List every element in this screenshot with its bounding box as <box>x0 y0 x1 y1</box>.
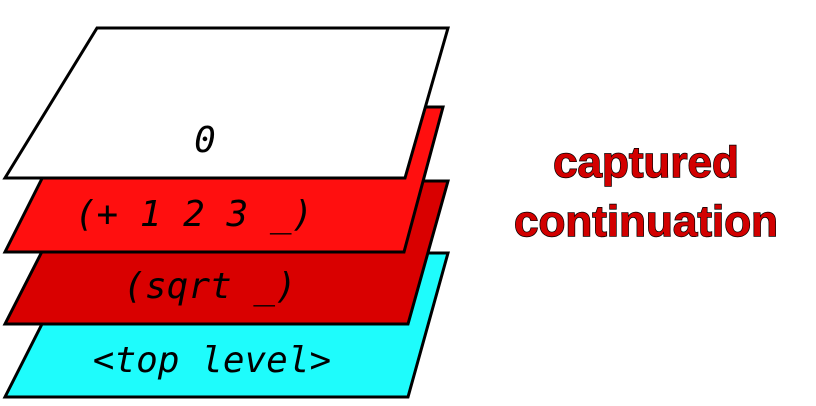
layer-value-plane <box>2 26 450 180</box>
layer-plus-label: (+ 1 2 3 _) <box>75 194 313 235</box>
layer-sqrt-label: (sqrt _) <box>123 266 296 307</box>
captured-continuation-annotation: captured continuation <box>513 137 778 246</box>
annotation-line-captured: captured <box>553 138 739 187</box>
layer-value: 0 <box>2 26 450 180</box>
layer-top-level-label: <top level> <box>93 340 331 381</box>
annotation-line-continuation: continuation <box>514 197 778 246</box>
layer-value-label: 0 <box>194 120 216 161</box>
